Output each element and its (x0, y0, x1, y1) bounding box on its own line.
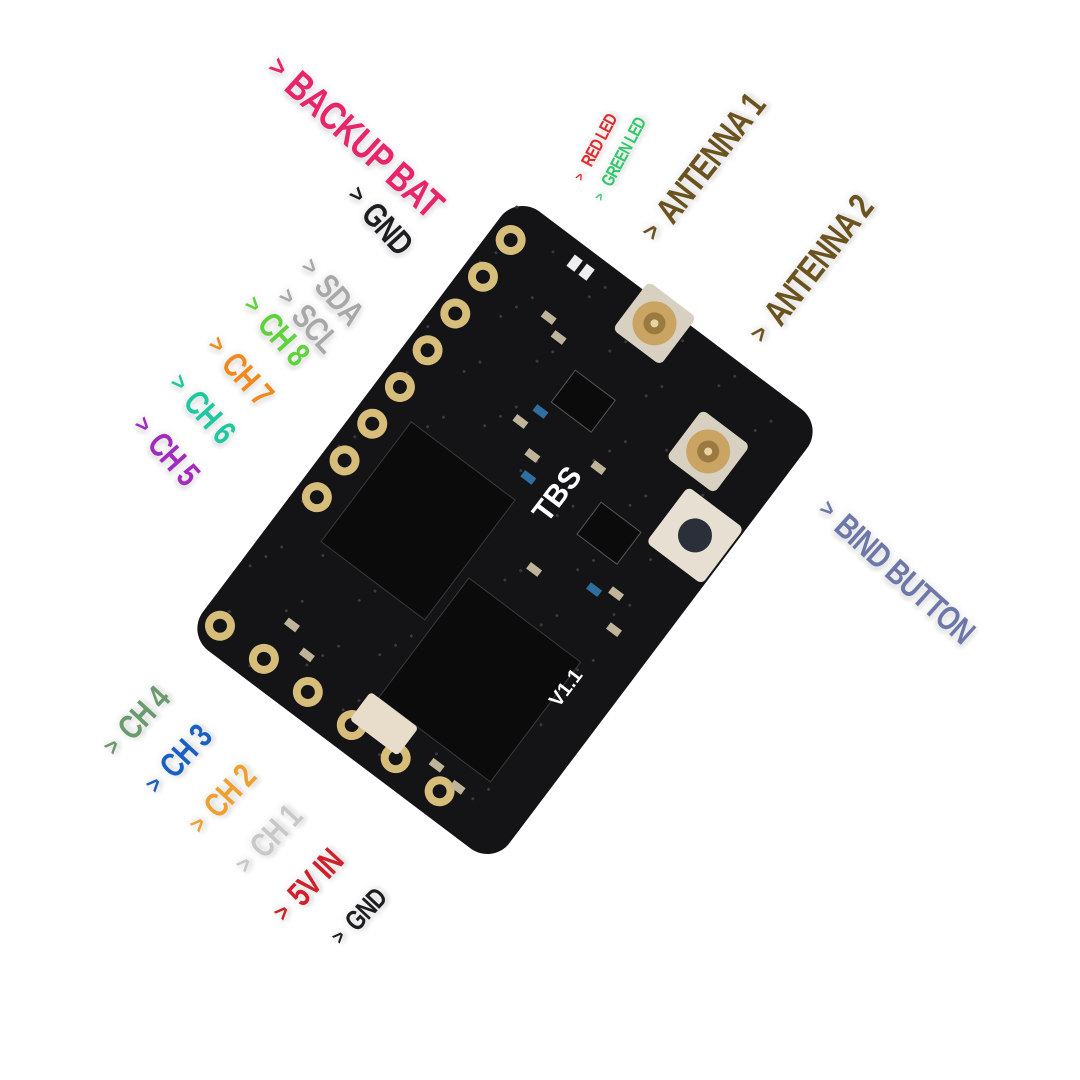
green-led-light (578, 263, 595, 281)
crystal (351, 693, 417, 755)
pin-row-left (301, 225, 526, 513)
chip (377, 577, 582, 783)
chip (320, 421, 516, 621)
pin-row-bottom (204, 610, 455, 807)
chip (550, 369, 616, 433)
pcb (197, 206, 813, 854)
bind-button-switch[interactable] (646, 486, 744, 584)
chip (576, 501, 642, 565)
red-led-light (566, 254, 583, 272)
antenna-1-connector (614, 283, 695, 363)
antenna-2-connector (668, 411, 748, 492)
